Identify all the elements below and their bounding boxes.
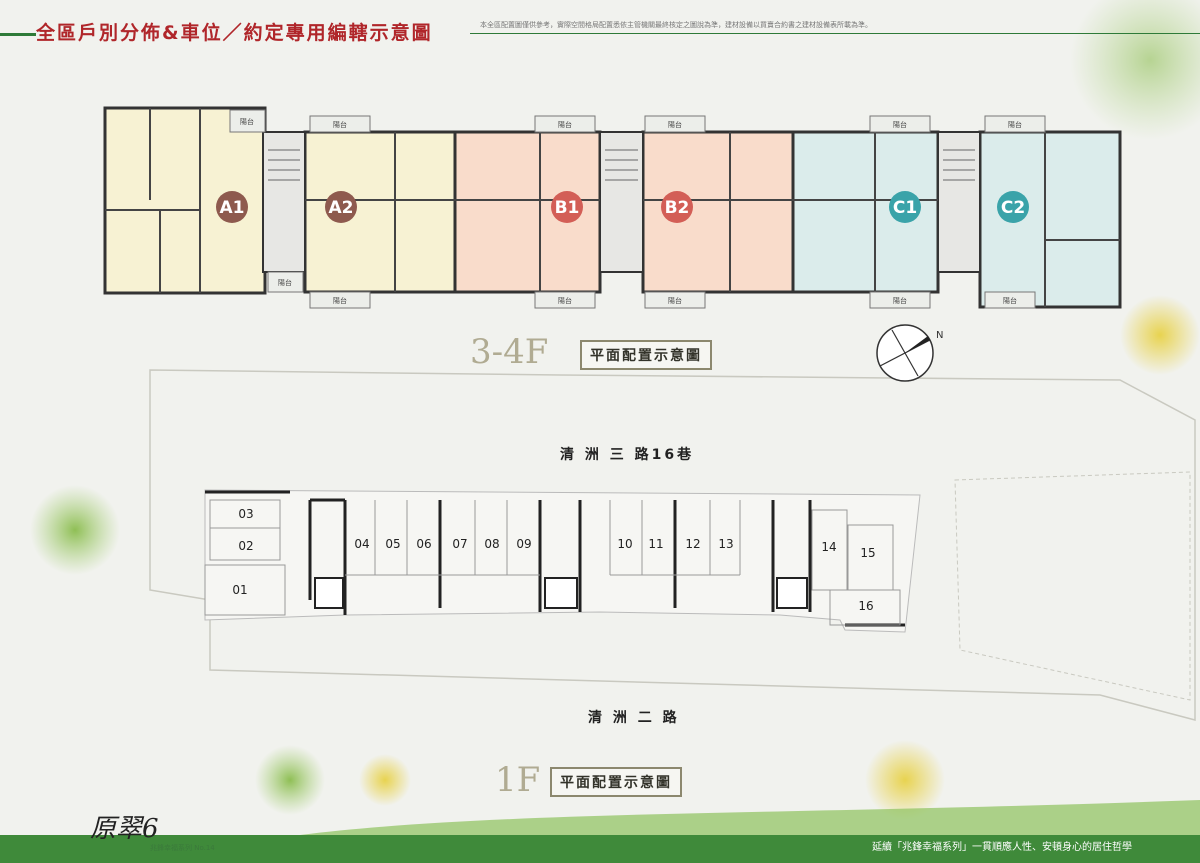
tree-bottom-1 [255, 745, 325, 815]
unit-label-b1: B1 [555, 198, 580, 218]
balcony-label-8: 陽台 [333, 296, 347, 305]
upper-floor-number: 3-4F [470, 332, 549, 372]
balcony-labels: 陽台陽台陽台陽台陽台陽台陽台陽台陽台陽台陽台陽台 [240, 117, 1022, 305]
street-south: 清 洲 二 路 [588, 710, 680, 726]
balcony-label-9: 陽台 [558, 296, 572, 305]
parking-space-16: 16 [858, 599, 873, 613]
unit-label-c2: C2 [1001, 198, 1025, 218]
parking-space-04: 04 [354, 537, 369, 551]
lower-floor-caption: 平面配置示意圖 [550, 767, 682, 797]
tree-bottom-2 [359, 754, 411, 806]
balcony-c1 [869, 115, 931, 133]
balcony-a1 [229, 109, 266, 133]
unit-badge-b2: B2 [661, 191, 693, 223]
balcony-a2 [309, 115, 371, 133]
unit-badge-c2: C2 [997, 191, 1029, 223]
elevator-1 [314, 577, 344, 609]
disclaimer: 本全區配置圖僅供參考，實際空間格局配置悉依主管機關最終核定之圖說為準，建材設備以… [480, 21, 872, 29]
balcony-b2-south [644, 291, 706, 309]
elevator-3 [776, 577, 808, 609]
brand-series: 兆鋒幸福系列 No.14 [150, 844, 215, 852]
balcony-label-5: 陽台 [893, 120, 907, 129]
balcony-c1-south [869, 291, 931, 309]
parking-space-13: 13 [718, 537, 733, 551]
tree-bottom-3 [865, 740, 945, 820]
adjacent-lot [954, 471, 1191, 701]
parking-space-15: 15 [860, 546, 875, 560]
parking-space-11: 11 [648, 537, 663, 551]
compass-icon [876, 324, 934, 382]
site-boundary [149, 369, 1196, 721]
stair-core-1 [262, 131, 306, 273]
unit-label-c1: C1 [893, 198, 917, 218]
unit-c2-area [978, 130, 1122, 309]
footer-slogan: 延續「兆鋒幸福系列」一貫順應人性、安頓身心的居住哲學 [872, 842, 1132, 853]
balcony-b1-south [534, 291, 596, 309]
balcony-core-1 [267, 271, 304, 293]
unit-badges: A1 A2 B1 B2 C1 C2 [216, 191, 1029, 223]
upper-floor-caption: 平面配置示意圖 [580, 340, 712, 370]
parking-space-14: 14 [821, 540, 836, 554]
tree-yellow-right [1120, 295, 1200, 375]
balcony-label-10: 陽台 [668, 296, 682, 305]
parking-space-12: 12 [685, 537, 700, 551]
balcony-label-12: 陽台 [1003, 296, 1017, 305]
unit-badge-a1: A1 [216, 191, 248, 223]
stair-core-3 [937, 131, 981, 273]
balcony-c2-south [984, 291, 1036, 309]
balcony-c2 [984, 115, 1046, 133]
balcony-label-1: 陽台 [240, 117, 254, 126]
parking-space-05: 05 [385, 537, 400, 551]
balcony-label-11: 陽台 [893, 296, 907, 305]
balcony-b2 [644, 115, 706, 133]
tree-left [30, 485, 120, 575]
balcony-label-3: 陽台 [558, 120, 572, 129]
parking-space-01: 01 [232, 583, 247, 597]
parking-space-02: 02 [238, 539, 253, 553]
balcony-a2-south [309, 291, 371, 309]
page-title: 全區戶別分佈&車位／約定專用編轄示意圖 [36, 22, 433, 44]
ground-floor-outline [204, 489, 921, 633]
unit-label-a2: A2 [329, 198, 354, 218]
unit-badge-c1: C1 [889, 191, 921, 223]
footer-band [0, 835, 1200, 863]
parking-space-10: 10 [617, 537, 632, 551]
balcony-label-4: 陽台 [668, 120, 682, 129]
unit-label-a1: A1 [220, 198, 245, 218]
elevator-2 [544, 577, 578, 609]
street-north: 清 洲 三 路16巷 [560, 447, 695, 463]
title-rule-right [470, 33, 1200, 34]
parking-labels: 01 02 03 04 05 06 07 08 09 10 11 12 13 14 15 16 [232, 507, 875, 613]
parking-space-03: 03 [238, 507, 253, 521]
balcony-b1 [534, 115, 596, 133]
brand-logo: 原翠6 [90, 814, 159, 844]
foliage-top-right [1070, 0, 1200, 140]
balcony-label-7: 陽台 [278, 278, 292, 287]
unit-badge-a2: A2 [325, 191, 357, 223]
title-rule-left [0, 33, 36, 36]
parking-space-09: 09 [516, 537, 531, 551]
unit-badge-b1: B1 [551, 191, 583, 223]
compass-north-label: N [936, 330, 944, 341]
parking-space-08: 08 [484, 537, 499, 551]
balcony-label-2: 陽台 [333, 120, 347, 129]
stair-core-2 [599, 131, 644, 273]
parking-space-07: 07 [452, 537, 467, 551]
parking-space-06: 06 [416, 537, 431, 551]
balcony-label-6: 陽台 [1008, 120, 1022, 129]
unit-label-b2: B2 [665, 198, 690, 218]
lower-floor-plan: 01 02 03 04 05 06 07 08 09 10 11 12 13 14 15 16 [204, 489, 921, 633]
lower-floor-number: 1F [495, 760, 541, 800]
